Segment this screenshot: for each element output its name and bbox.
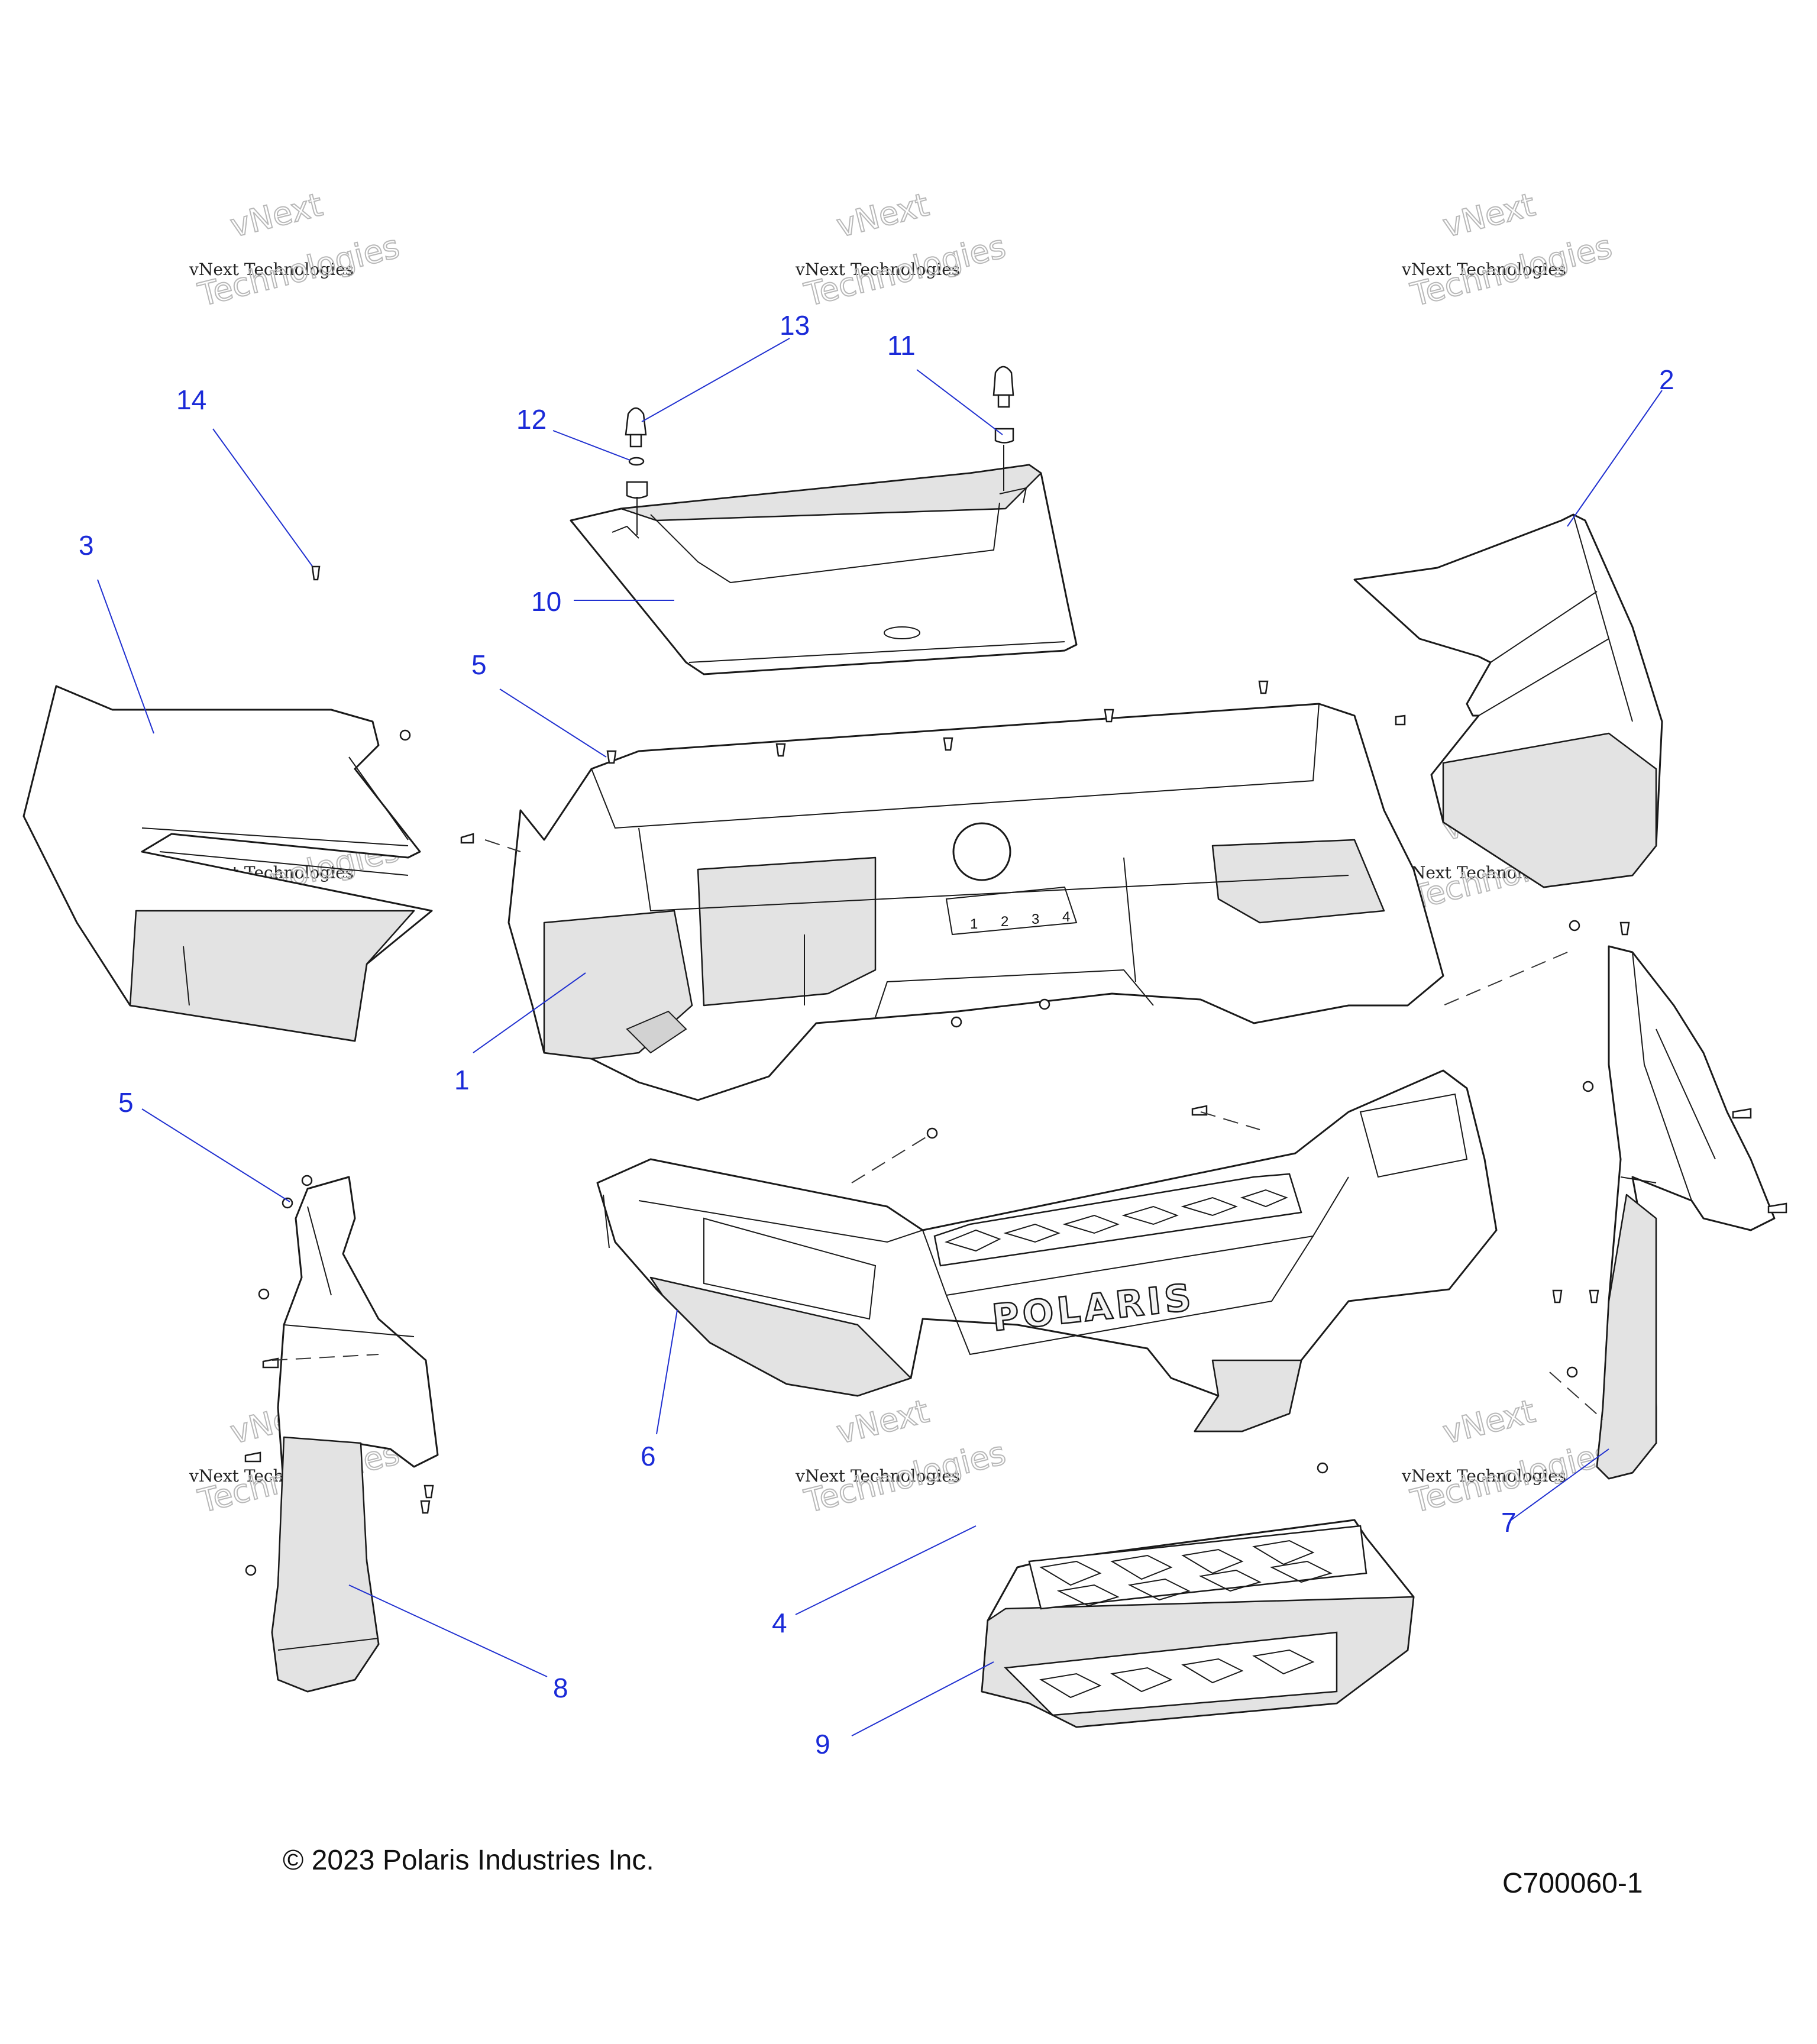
panel-screws — [399, 680, 1406, 1028]
svg-text:vNext Technologies: vNext Technologies — [1401, 260, 1566, 279]
svg-text:Technologies: Technologies — [1407, 228, 1616, 313]
callout-10: 10 — [531, 586, 561, 617]
front-panel-part-1: 1 2 3 4 — [507, 703, 1444, 1101]
callout-4: 4 — [772, 1608, 787, 1638]
callout-5-left: 5 — [118, 1087, 134, 1118]
panel-digit-2: 2 — [1001, 914, 1008, 930]
lower-grille-part-9 — [981, 1519, 1415, 1728]
callout-labels: 1 2 3 4 5 5 6 7 8 9 10 11 12 13 14 — [79, 310, 1674, 1760]
callout-2: 2 — [1659, 364, 1674, 395]
right-side-panel-part-2 — [1353, 513, 1663, 888]
front-bumper-part-6: POLARIS — [596, 1069, 1498, 1432]
callout-5-top: 5 — [471, 649, 487, 680]
svg-text:Technologies: Technologies — [195, 228, 403, 313]
svg-text:vNext: vNext — [1439, 186, 1538, 244]
screw-part-14 — [311, 565, 321, 581]
svg-text:vNext Technologies: vNext Technologies — [795, 1466, 960, 1486]
bumper-upper-grille — [933, 1173, 1302, 1267]
hood-fastener-left — [625, 407, 648, 535]
svg-text:vNext Technologies: vNext Technologies — [189, 260, 354, 279]
callout-12: 12 — [516, 404, 547, 435]
leader-lines — [97, 338, 1663, 1736]
left-fender-part-8 — [271, 1176, 439, 1693]
left-side-panel-part-3 — [22, 685, 433, 1042]
fender-screws-left — [244, 1175, 434, 1576]
assembly-dashed-lines — [271, 839, 1603, 1420]
panel-digit-1: 1 — [970, 916, 978, 932]
drawing-number: C700060-1 — [1502, 1868, 1643, 1899]
callout-7: 7 — [1501, 1507, 1517, 1538]
svg-text:vNext Technologies: vNext Technologies — [1401, 1466, 1566, 1486]
watermark-top-left: vNext vNext Technologies Technologies — [189, 185, 404, 314]
callout-13: 13 — [780, 310, 810, 341]
fender-screws-right — [1552, 920, 1787, 1378]
panel-digit-4: 4 — [1062, 909, 1070, 925]
callout-8: 8 — [553, 1673, 568, 1703]
svg-text:vNext: vNext — [1439, 1392, 1538, 1451]
watermark-top-right: vNext vNext Technologies Technologies — [1401, 185, 1616, 314]
copyright-text: © 2023 Polaris Industries Inc. — [283, 1845, 654, 1876]
panel-digit-3: 3 — [1032, 911, 1039, 927]
callout-1: 1 — [454, 1065, 470, 1095]
svg-text:Technologies: Technologies — [801, 1434, 1010, 1520]
watermark-bottom-center: vNext vNext Technologies Technologies — [795, 1392, 1010, 1521]
callout-6: 6 — [641, 1441, 656, 1471]
svg-text:Technologies: Technologies — [801, 228, 1010, 313]
svg-text:vNext: vNext — [227, 186, 326, 244]
callout-3: 3 — [79, 530, 94, 561]
callout-11: 11 — [887, 330, 916, 361]
right-fender-part-7 — [1596, 945, 1776, 1480]
watermark-bottom-right: vNext vNext Technologies Technologies — [1401, 1392, 1616, 1521]
watermark-top-center: vNext vNext Technologies Technologies — [795, 185, 1010, 314]
hood-part-10 — [570, 464, 1078, 675]
callout-14: 14 — [176, 384, 206, 415]
svg-text:vNext: vNext — [833, 186, 932, 244]
callout-9: 9 — [815, 1729, 830, 1760]
bumper-fasteners — [926, 1105, 1328, 1474]
svg-text:vNext Technologies: vNext Technologies — [795, 260, 960, 279]
svg-text:vNext: vNext — [833, 1392, 932, 1451]
